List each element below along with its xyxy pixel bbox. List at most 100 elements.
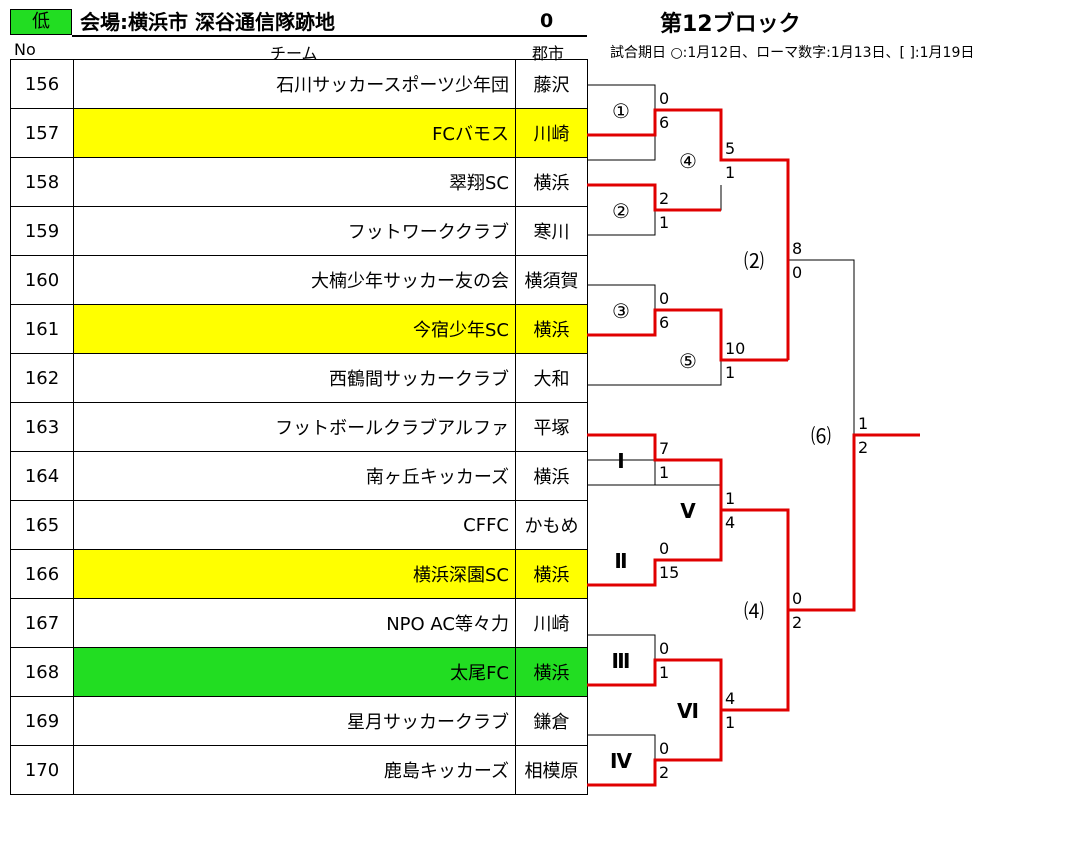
- score: 2: [858, 438, 868, 457]
- match-3-label: ③: [612, 299, 630, 323]
- team-name: 翠翔SC: [73, 157, 516, 207]
- team-city: かもめ: [515, 500, 588, 550]
- team-city: 相模原: [515, 745, 588, 795]
- team-name: FCバモス: [73, 108, 516, 158]
- score: 2: [659, 763, 669, 782]
- header-zero: 0: [540, 10, 554, 32]
- score: 6: [659, 313, 669, 332]
- team-number: 170: [10, 745, 74, 795]
- score: 4: [725, 689, 735, 708]
- score: 1: [725, 713, 735, 732]
- team-name: 太尾FC: [73, 647, 516, 697]
- score: 1: [659, 463, 669, 482]
- team-number: 157: [10, 108, 74, 158]
- score: 0: [659, 289, 669, 308]
- score: 0: [659, 539, 669, 558]
- score: 1: [725, 163, 735, 182]
- team-name: NPO AC等々力: [73, 598, 516, 648]
- team-number: 165: [10, 500, 74, 550]
- score: 0: [792, 263, 802, 282]
- score: 2: [792, 613, 802, 632]
- team-city: 鎌倉: [515, 696, 588, 746]
- team-number: 158: [10, 157, 74, 207]
- team-city: 横浜: [515, 304, 588, 354]
- team-number: 156: [10, 59, 74, 109]
- score: 0: [659, 89, 669, 108]
- venue-title: 会場:横浜市 深谷通信隊跡地: [80, 10, 335, 34]
- team-name: 石川サッカースポーツ少年団: [73, 59, 516, 109]
- level-badge: 低: [10, 9, 72, 35]
- score: 7: [659, 439, 669, 458]
- team-city: 横浜: [515, 451, 588, 501]
- match-4-label: ④: [679, 149, 697, 173]
- block-title: 第12ブロック: [660, 12, 801, 37]
- schedule-legend: 試合期日 ○:1月12日、ローマ数字:1月13日、[ ]:1月19日: [610, 45, 975, 61]
- score: 10: [725, 339, 745, 358]
- team-city: 大和: [515, 353, 588, 403]
- team-city: 横浜: [515, 549, 588, 599]
- score: 15: [659, 563, 679, 582]
- score: 5: [725, 139, 735, 158]
- match-II-label: Ⅱ: [614, 549, 627, 573]
- team-city: 寒川: [515, 206, 588, 256]
- score: 0: [659, 639, 669, 658]
- team-number: 169: [10, 696, 74, 746]
- team-city: 平塚: [515, 402, 588, 452]
- match-V-label: Ⅴ: [680, 499, 696, 523]
- team-name: 南ヶ丘キッカーズ: [73, 451, 516, 501]
- team-name: 西鶴間サッカークラブ: [73, 353, 516, 403]
- round-6-label: ⑹: [811, 424, 831, 448]
- winner-paths: [587, 108, 920, 787]
- score: 1: [725, 489, 735, 508]
- team-number: 168: [10, 647, 74, 697]
- col-header-team: チーム: [270, 44, 318, 63]
- score: 1: [659, 213, 669, 232]
- team-name: 鹿島キッカーズ: [73, 745, 516, 795]
- score: 1: [659, 663, 669, 682]
- score: 1: [725, 363, 735, 382]
- team-number: 159: [10, 206, 74, 256]
- round-2-label: ⑵: [744, 249, 764, 273]
- team-number: 167: [10, 598, 74, 648]
- header-underline: [72, 35, 587, 37]
- col-header-no: No: [14, 40, 36, 59]
- score: 0: [792, 589, 802, 608]
- score: 6: [659, 113, 669, 132]
- score: 8: [792, 239, 802, 258]
- score: 0: [659, 739, 669, 758]
- team-number: 160: [10, 255, 74, 305]
- score: 1: [858, 414, 868, 433]
- team-name: 星月サッカークラブ: [73, 696, 516, 746]
- match-III-label: Ⅲ: [612, 649, 631, 673]
- match-VI-label: Ⅵ: [677, 699, 699, 723]
- team-city: 横須賀: [515, 255, 588, 305]
- match-2-label: ②: [612, 199, 630, 223]
- team-number: 163: [10, 402, 74, 452]
- score: 2: [659, 189, 669, 208]
- team-name: 大楠少年サッカー友の会: [73, 255, 516, 305]
- match-5-label: ⑤: [679, 349, 697, 373]
- round-4-label: ⑷: [744, 599, 764, 623]
- match-1-label: ①: [612, 99, 630, 123]
- team-name: CFFC: [73, 500, 516, 550]
- match-IV-label: Ⅳ: [610, 749, 632, 773]
- match-I-label: Ⅰ: [617, 449, 624, 473]
- team-name: フットボールクラブアルファ: [73, 402, 516, 452]
- team-number: 161: [10, 304, 74, 354]
- team-city: 川崎: [515, 108, 588, 158]
- team-name: 横浜深園SC: [73, 549, 516, 599]
